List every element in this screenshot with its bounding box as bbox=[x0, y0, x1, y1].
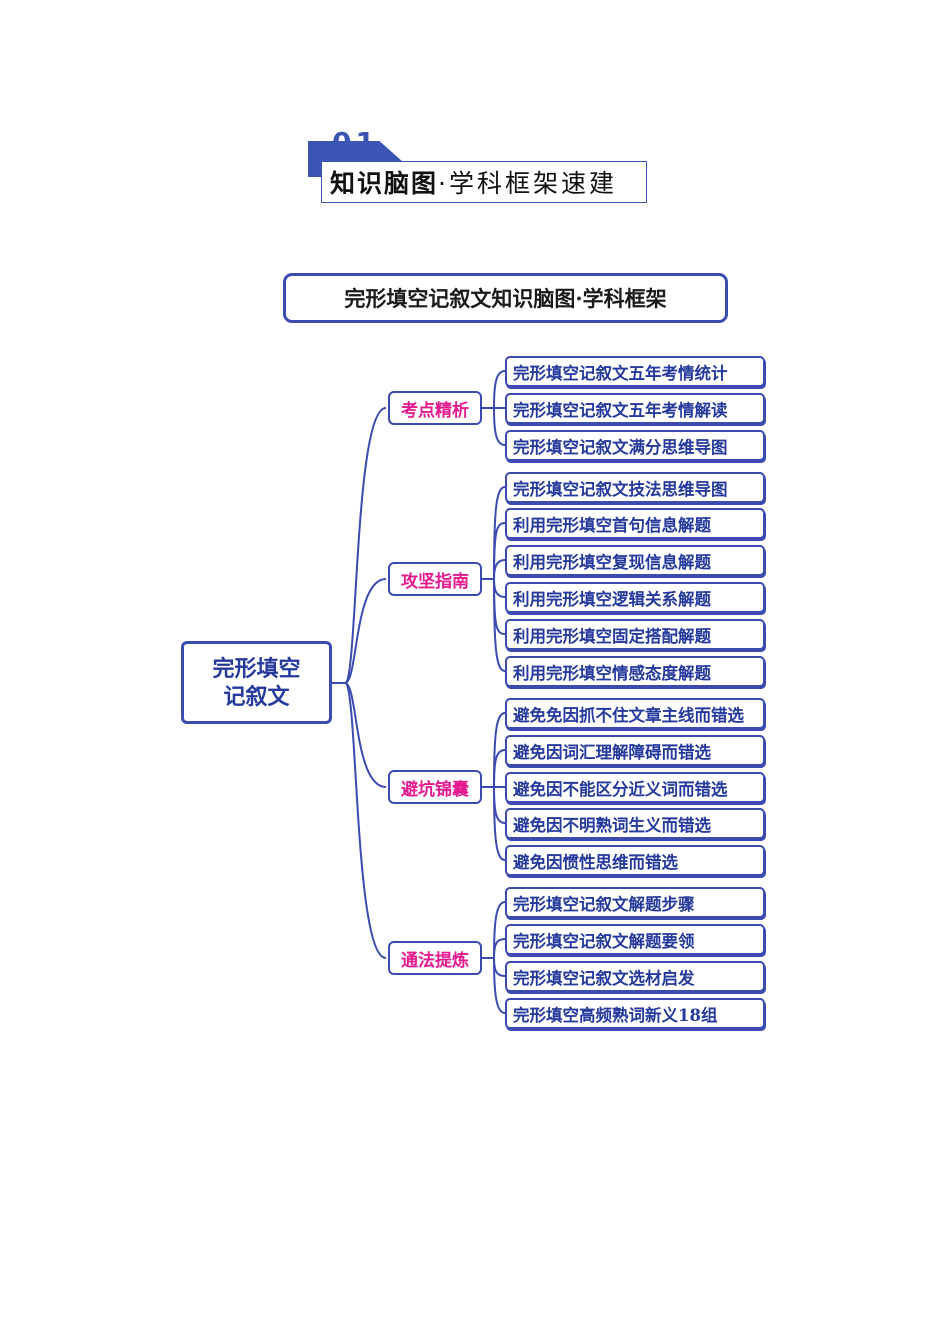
leaf-node: 完形填空记叙文满分思维导图 bbox=[505, 430, 765, 461]
category-node: 考点精析 bbox=[388, 391, 482, 425]
leaf-node: 利用完形填空复现信息解题 bbox=[505, 545, 765, 576]
leaf-node: 利用完形填空固定搭配解题 bbox=[505, 619, 765, 650]
leaf-node: 利用完形填空首句信息解题 bbox=[505, 508, 765, 539]
leaf-node: 完形填空记叙文选材启发 bbox=[505, 961, 765, 992]
root-line-2: 记叙文 bbox=[223, 683, 290, 710]
leaf-node: 避免因惯性思维而错选 bbox=[505, 845, 765, 876]
leaf-node: 避免因不能区分近义词而错选 bbox=[505, 772, 765, 803]
leaf-node: 利用完形填空情感态度解题 bbox=[505, 656, 765, 687]
leaf-node: 避免因词汇理解障碍而错选 bbox=[505, 735, 765, 766]
root-line-1: 完形填空 bbox=[212, 655, 301, 682]
leaf-node: 利用完形填空逻辑关系解题 bbox=[505, 582, 765, 613]
leaf-node: 完形填空记叙文解题步骤 bbox=[505, 887, 765, 918]
leaf-node: 完形填空记叙文技法思维导图 bbox=[505, 472, 765, 503]
section-title-strong: 知识脑图 bbox=[330, 169, 439, 198]
leaf-node: 完形填空记叙文五年考情统计 bbox=[505, 356, 765, 387]
leaf-node: 完形填空记叙文解题要领 bbox=[505, 924, 765, 955]
mindmap-root: 完形填空 记叙文 bbox=[181, 641, 332, 724]
category-node: 通法提炼 bbox=[388, 941, 482, 975]
category-node: 攻坚指南 bbox=[388, 562, 482, 596]
mindmap-title: 完形填空记叙文知识脑图·学科框架 bbox=[283, 273, 728, 323]
leaf-node: 完形填空记叙文五年考情解读 bbox=[505, 393, 765, 424]
category-node: 避坑锦囊 bbox=[388, 770, 482, 804]
leaf-node: 完形填空高频熟词新义18组 bbox=[505, 998, 765, 1029]
section-number: 01 bbox=[332, 126, 379, 159]
section-title-rest: ·学科框架速建 bbox=[438, 169, 617, 198]
section-title: 知识脑图·学科框架速建 bbox=[321, 161, 647, 203]
leaf-node: 避免因不明熟词生义而错选 bbox=[505, 808, 765, 839]
leaf-node: 避免免因抓不住文章主线而错选 bbox=[505, 698, 765, 729]
